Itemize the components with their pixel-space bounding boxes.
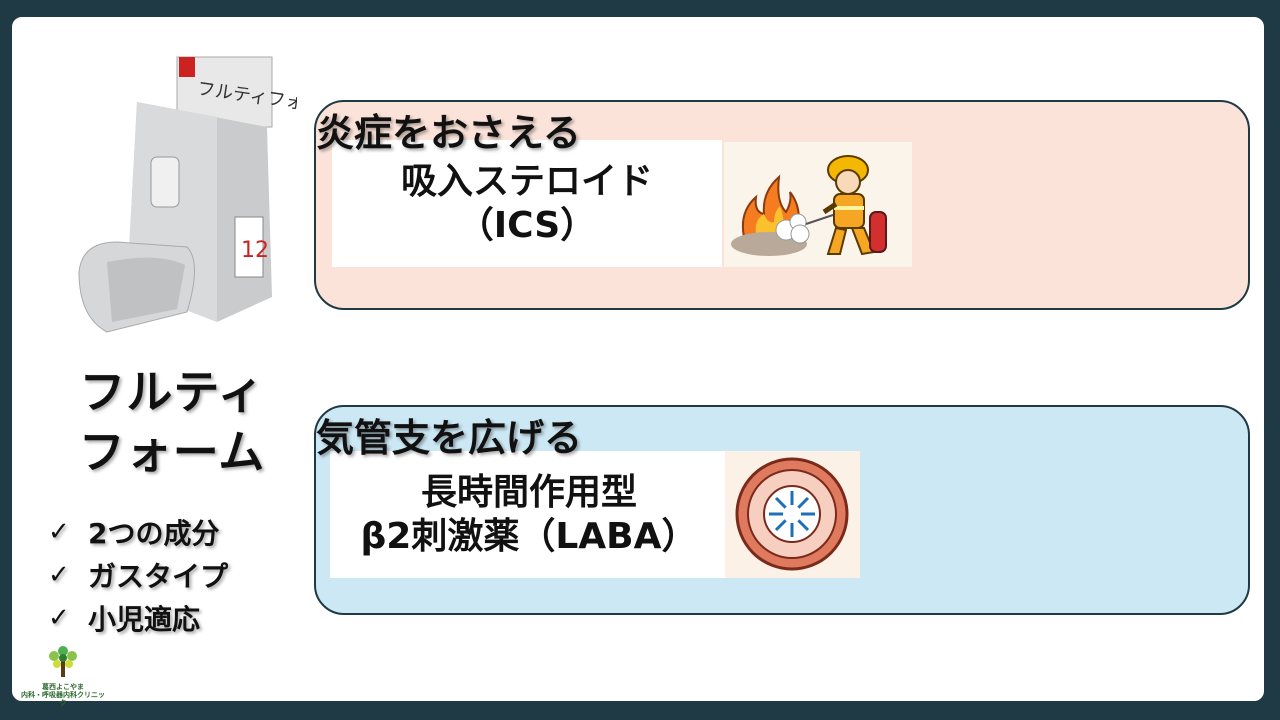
check-icon: ✓ <box>48 602 70 633</box>
firefighter-extinguishing-fire-icon <box>724 142 912 267</box>
bronchus-dilation-icon <box>725 451 860 578</box>
check-icon: ✓ <box>48 559 70 590</box>
laba-effect: 気管支を広げる <box>316 416 583 460</box>
laba-abbrev: β2刺激薬（LABA） <box>360 515 698 557</box>
feature-item: ✓ 小児適応 <box>48 596 308 639</box>
product-name: フルティ フォーム <box>52 362 292 482</box>
feature-item: ✓ ガスタイプ <box>48 553 308 596</box>
feature-label: 2つの成分 <box>88 516 220 550</box>
feature-item: ✓ 2つの成分 <box>48 510 308 553</box>
logo-line1: 葛西よこやま <box>42 683 84 691</box>
dose-counter: 12 <box>241 238 269 263</box>
slide: フルティフォ 12 フルティ フォーム ✓ 2つの成分 ✓ ガスタイプ ✓ 小児… <box>8 13 1268 707</box>
logo-line2: 内科・呼吸器内科クリニック <box>21 691 105 707</box>
laba-name: 長時間作用型 <box>420 471 637 513</box>
product-name-line1: フルティ <box>79 365 265 419</box>
product-name-line2: フォーム <box>78 425 266 479</box>
ics-box: 吸入ステロイド （ICS） 炎症をおさえる <box>314 100 1250 310</box>
feature-label: 小児適応 <box>88 602 201 636</box>
laba-label-card: 長時間作用型 β2刺激薬（LABA） <box>330 451 728 578</box>
feature-label: ガスタイプ <box>88 559 229 593</box>
ics-abbrev: （ICS） <box>457 204 597 246</box>
laba-box: 長時間作用型 β2刺激薬（LABA） 気管支を広げる <box>314 405 1250 615</box>
ics-label-card: 吸入ステロイド （ICS） <box>332 140 722 267</box>
tree-logo-icon <box>49 646 77 677</box>
inhaler-image: フルティフォ 12 <box>78 56 297 333</box>
feature-list: ✓ 2つの成分 ✓ ガスタイプ ✓ 小児適応 <box>48 510 308 639</box>
check-icon: ✓ <box>48 516 70 547</box>
ics-name: 吸入ステロイド <box>400 160 653 202</box>
ics-effect: 炎症をおさえる <box>316 111 581 155</box>
clinic-logo: 葛西よこやま 内科・呼吸器内科クリニック <box>18 643 108 707</box>
